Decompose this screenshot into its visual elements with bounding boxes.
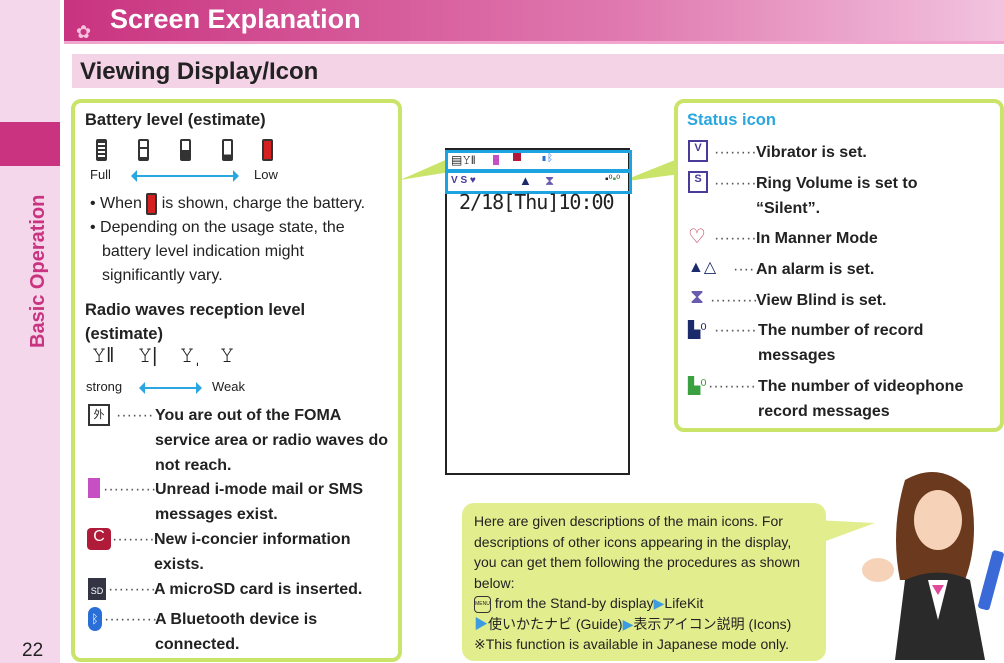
vibrator-icon: V [688,140,708,162]
signal-3-icon: 𝚈‖ [92,345,115,367]
battery-note-end: is shown, charge the battery. [161,195,366,212]
tip-note: ※This function is available in Japanese … [474,636,789,652]
mail-icon [493,155,499,165]
right-pointer [620,158,680,182]
battery-note: When [100,195,142,212]
low-label: Low [254,167,278,182]
alarm-icon: ▲ [519,173,532,188]
view-blind-desc: View Blind is set. [756,292,887,309]
battery-1-icon [222,139,233,161]
left-pointer [400,158,450,180]
side-tab [0,122,60,166]
arrow-icon: ▶ [622,615,634,632]
manner-mode-desc: In Manner Mode [756,230,878,247]
arrow-icon: ▶ [653,595,665,611]
page-number: 22 [22,640,44,661]
radio-title: Radio waves reception level (estimate) [85,301,306,343]
alarm-desc: An alarm is set. [756,261,875,278]
i-concier-desc: New i-concier information exists. [154,531,351,573]
section-title: Viewing Display/Icon [80,58,319,85]
battery-signal-icons: ▤𝚈‖ [451,153,476,167]
record-message-icon: ▙⁰ [688,322,707,339]
battery-full-icon [96,139,107,161]
strong-label: strong [86,379,123,394]
callout-pointers [400,158,680,182]
full-label: Full [90,167,111,182]
guide-character-illustration [862,472,1004,660]
menu-key-icon: MENU [474,595,491,613]
tip-step-1: from the Stand-by display [494,595,654,611]
standby-clock: 2/18[Thu]10:00 [459,190,615,214]
videophone-record-icon: ▙⁰ [688,378,707,395]
status-icon-box [674,99,1004,432]
signal-1-icon: 𝚈ˌ [180,345,201,367]
signal-0-icon: 𝚈 [220,345,235,367]
tip-bubble: Here are given descriptions of the main … [462,503,826,661]
tip-step-2: LifeKit [664,595,704,611]
tip-step-4: 表示アイコン説明 (Icons) [633,615,792,632]
concier-icon [513,153,521,161]
status-icon-title: Status icon [687,111,776,129]
page-header: ✿ Screen Explanation [64,0,1004,44]
battery-variance-note: Depending on the usage state, the batter… [100,219,345,284]
hourglass-icon: ⧗ [545,173,555,188]
battery-empty-icon [146,192,158,215]
record-message-desc: The number of record messages [758,322,924,364]
battery-title: Battery level (estimate) [85,111,266,129]
section-label: Basic Operation [27,194,49,348]
phone-display: ▤𝚈‖ ▮ᛒ V S ♥ ▲ ⧗ ▪⁰▪⁰ 2/18[Thu]10:00 [445,148,632,475]
bluetooth-icon: ᛒ [88,607,102,631]
tip-step-3: 使いかたナビ (Guide) [488,615,623,632]
unread-mail-icon [88,478,100,498]
ring-volume-silent-icon: S [688,171,708,193]
alarm-icon: ▲△ [688,259,717,276]
indicator-box [71,99,402,662]
out-of-service-desc: You are out of the FOMA service area or … [155,407,389,474]
bubble-tail [815,520,875,545]
signal-2-icon: 𝚈| [138,345,158,367]
unread-mail-desc: Unread i-mode mail or SMS messages exist… [155,481,364,523]
range-arrow [131,170,239,182]
side-strip [0,0,60,663]
arrow-icon: ▶ [474,615,488,632]
i-concier-icon: C [87,528,111,550]
page-title: Screen Explanation [110,4,361,34]
view-blind-icon: ⧗ [690,286,705,308]
vibrator-desc: Vibrator is set. [756,144,867,161]
battery-empty-icon [262,139,273,161]
section-header: Viewing Display/Icon [72,54,1004,88]
microsd-desc: A microSD card is inserted. [154,581,363,598]
record-icons: ▪⁰▪⁰ [605,174,621,185]
status-icon-row [445,170,632,194]
weak-label: Weak [212,379,245,394]
status-icons: V S ♥ [451,175,476,186]
flower-icon: ✿ [76,22,92,42]
sd-bt-icons: ▮ᛒ [541,153,553,164]
battery-3-icon [138,139,149,161]
manner-mode-icon: ♡ [688,226,706,248]
videophone-record-desc: The number of videophone record messages [758,378,964,420]
tip-intro: Here are given descriptions of the main … [474,513,801,591]
microsd-icon: SD [88,578,106,600]
battery-2-icon [180,139,191,161]
bluetooth-desc: A Bluetooth device is connected. [155,611,318,653]
ring-volume-desc: Ring Volume is set to “Silent”. [756,175,918,217]
range-arrow [139,382,202,394]
out-of-service-icon: 外 [88,404,110,426]
